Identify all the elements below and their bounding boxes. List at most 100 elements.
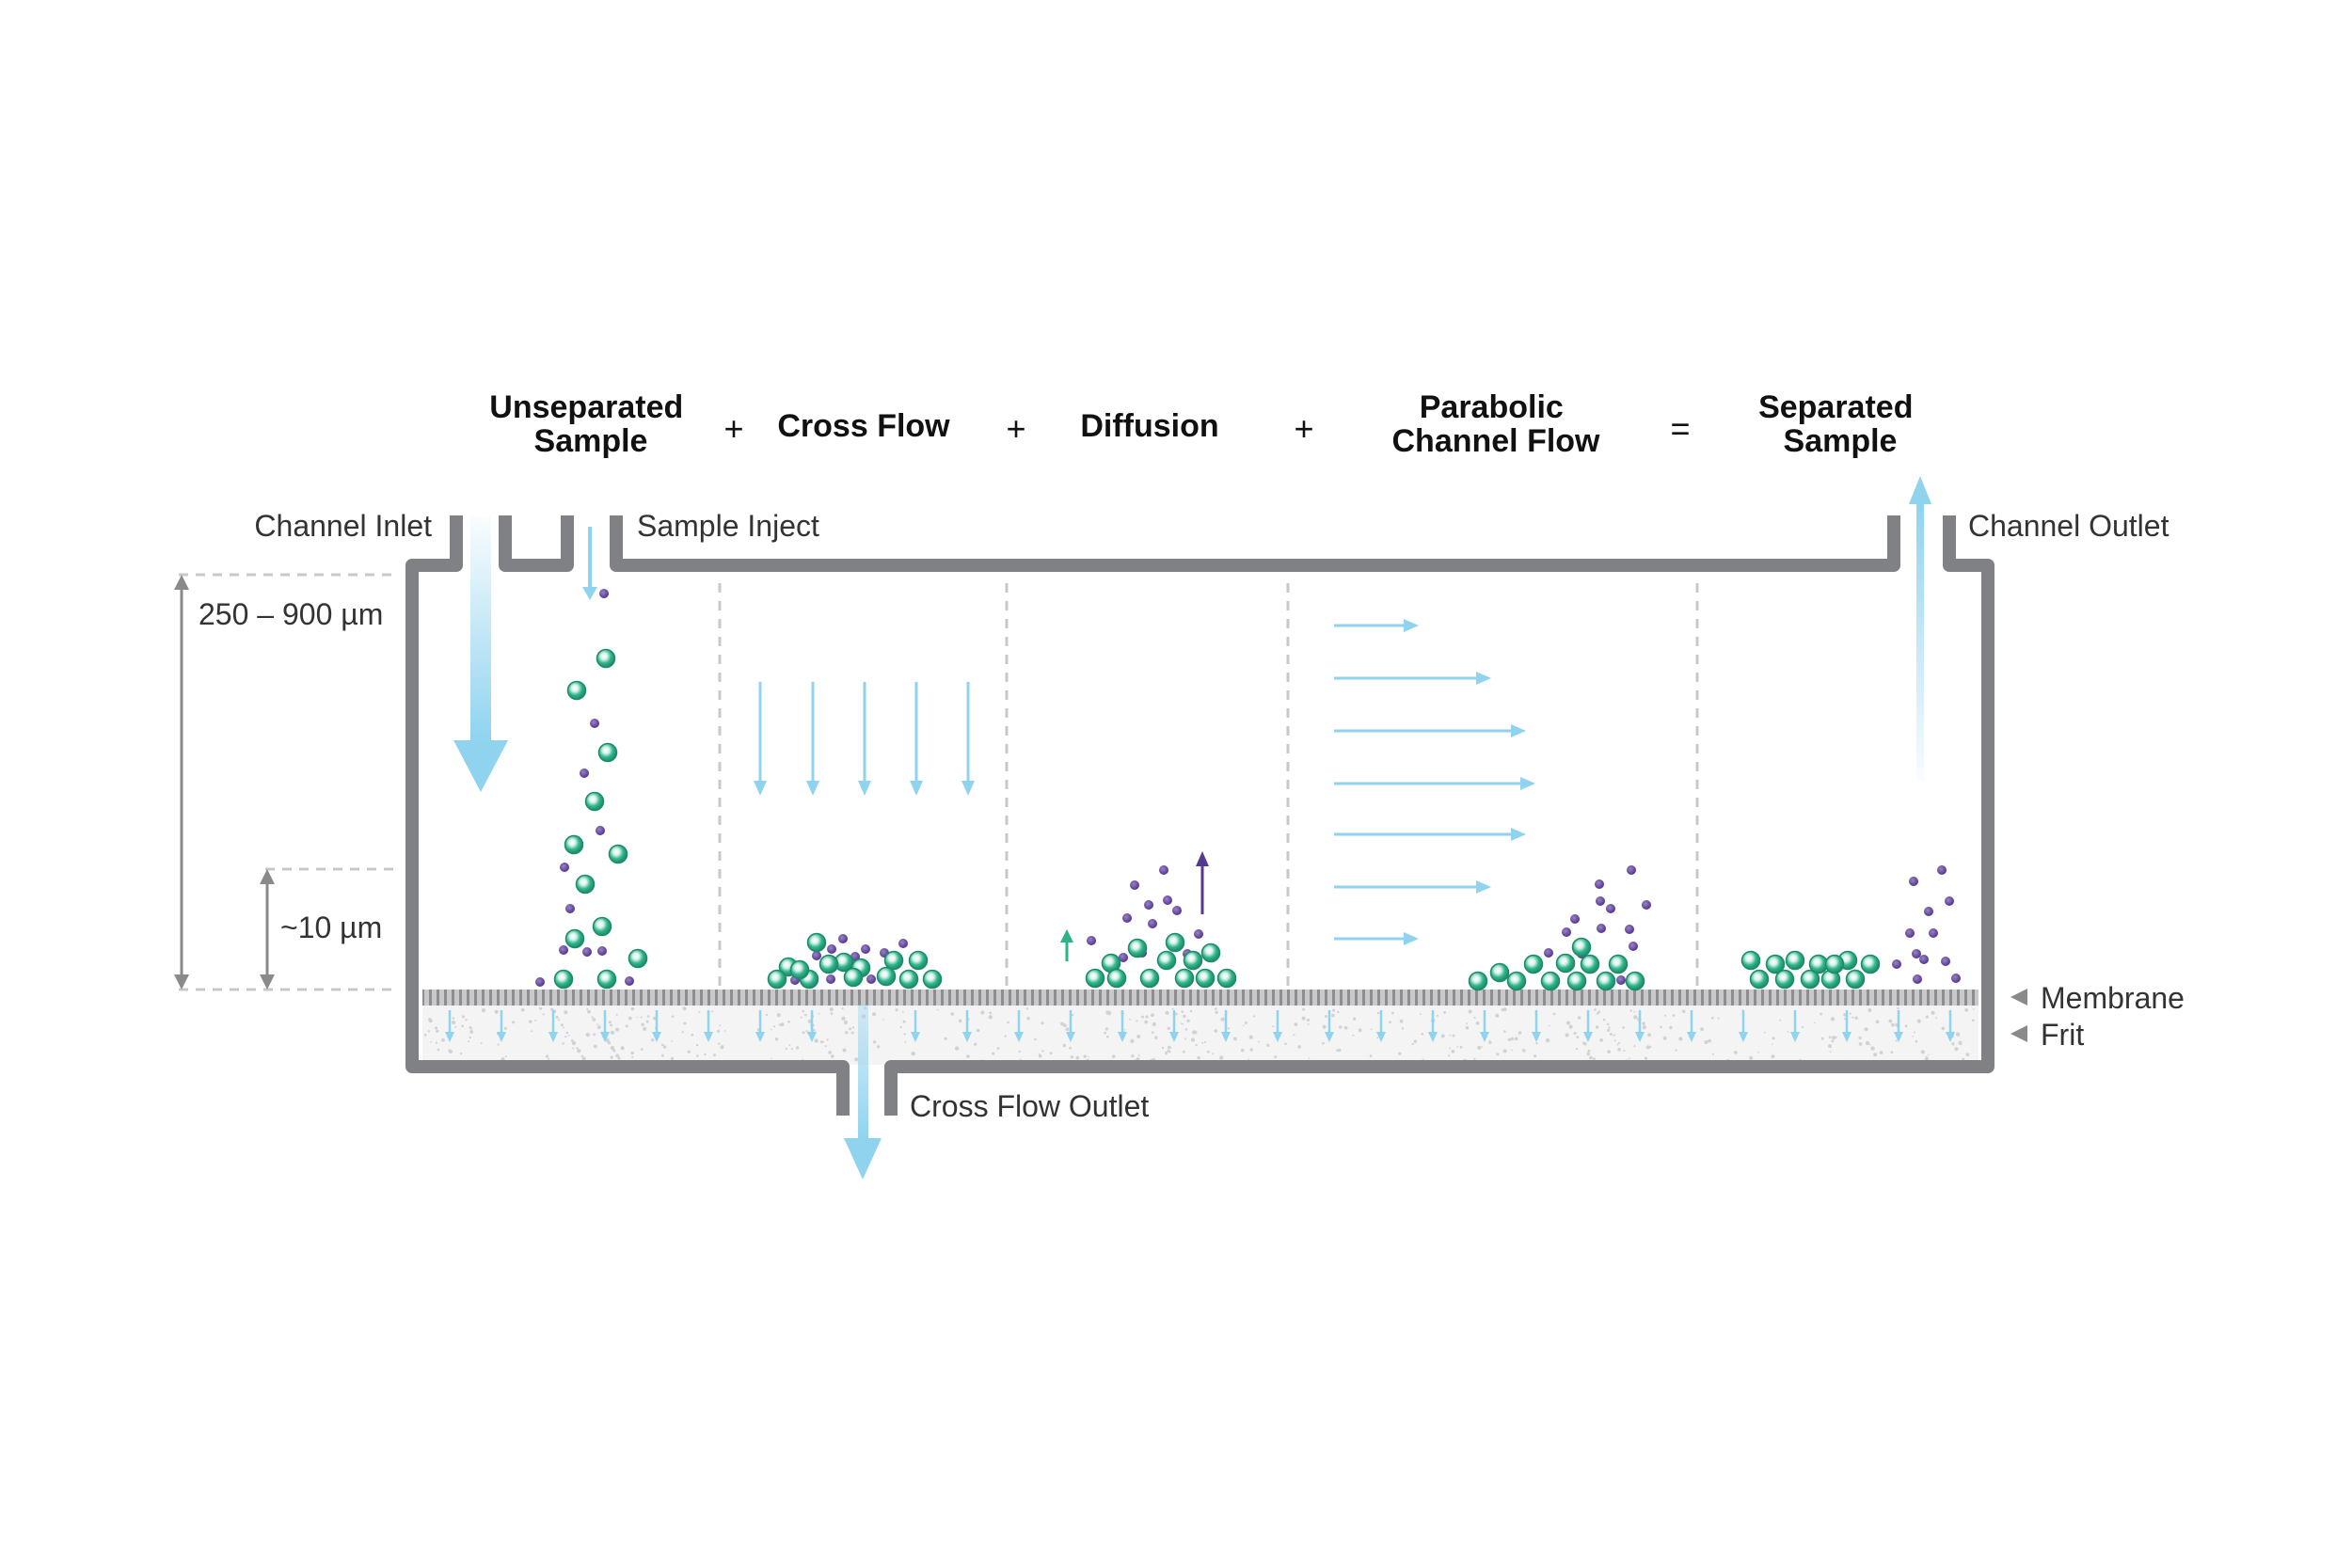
operator-equals: = <box>1670 409 1690 448</box>
frit-grain <box>608 1021 612 1024</box>
frit-grain <box>564 1010 568 1015</box>
large-particle <box>566 680 587 701</box>
frit-grain <box>567 1034 570 1037</box>
frit-grain <box>1284 1042 1287 1046</box>
arrow-down-icon <box>911 1032 920 1042</box>
frit-grain <box>1168 1045 1171 1050</box>
frit-grain <box>1088 1055 1089 1058</box>
label-membrane: Membrane <box>2041 981 2185 1015</box>
frit-grain <box>1075 1055 1080 1060</box>
frit-grain <box>1399 1019 1404 1023</box>
header-row: Unseparated Sample + Cross Flow + Diffus… <box>489 389 1913 459</box>
frit-grain <box>1914 1031 1915 1034</box>
frit-grain <box>1628 1057 1630 1060</box>
frit-grain <box>1879 1051 1883 1054</box>
frit-grain <box>1633 1010 1635 1013</box>
frit-grain <box>1184 1037 1187 1040</box>
permeate-arrows <box>445 1010 1955 1042</box>
frit-grain <box>1577 1016 1581 1020</box>
frit-grain <box>954 1046 960 1051</box>
frit-grain <box>1266 1043 1270 1047</box>
frit-grain <box>1622 1026 1625 1029</box>
small-particle <box>898 939 908 948</box>
frit-grain <box>687 1050 691 1053</box>
large-particles <box>553 648 1881 991</box>
frit-grain <box>605 1037 610 1042</box>
arrow-down-icon <box>755 1032 765 1042</box>
frit-grain <box>576 1047 579 1050</box>
frit-grain <box>1511 1049 1513 1052</box>
frit-grain <box>1599 1037 1603 1042</box>
frit-grain <box>1104 1031 1106 1035</box>
frit-grain <box>966 1054 970 1058</box>
small-particle <box>582 947 592 957</box>
frit-grain <box>1496 1053 1500 1056</box>
frit-grain <box>720 1045 724 1050</box>
frit-grain <box>691 1033 694 1037</box>
frit-grain <box>570 1038 574 1042</box>
membrane-layer <box>422 990 1979 1006</box>
frit-grain <box>1308 1057 1311 1059</box>
frit-grain <box>423 1033 427 1037</box>
frit-grain <box>428 1019 433 1023</box>
frit-grain <box>1161 1046 1165 1050</box>
frit-grain <box>651 1038 655 1042</box>
channel-outlet-flow <box>1916 501 1924 782</box>
large-particle <box>1195 968 1216 989</box>
frit-grain <box>711 1010 714 1013</box>
arrow-down-icon <box>961 781 975 796</box>
frit-grain <box>787 1021 790 1023</box>
frit-grain <box>562 1042 564 1045</box>
frit-grain <box>1181 1010 1184 1013</box>
large-particle <box>767 969 787 990</box>
large-particle <box>1106 968 1127 989</box>
frit-grain <box>1145 1015 1149 1019</box>
frit-grain <box>822 1040 824 1043</box>
frit-grain <box>872 1012 877 1017</box>
frit-grain <box>1206 1050 1210 1053</box>
frit-grain <box>469 1036 471 1039</box>
frit-grain <box>780 1022 785 1027</box>
frit-grain <box>1136 1035 1141 1038</box>
frit-grain <box>845 1031 849 1035</box>
arrow-down-icon <box>962 1032 972 1042</box>
frit-grain <box>615 1027 620 1032</box>
small-particle <box>1616 975 1626 985</box>
large-particle <box>608 844 628 864</box>
frit-grain <box>557 1019 560 1022</box>
small-particle <box>590 719 599 728</box>
frit-grain <box>1376 1037 1379 1039</box>
frit-grain <box>1888 1019 1893 1023</box>
frit-grain <box>850 1031 854 1035</box>
frit-grain <box>577 1049 581 1053</box>
arrow-right-icon <box>1476 672 1491 685</box>
frit-grain <box>1700 1027 1704 1032</box>
arrow-down-icon <box>1894 1032 1903 1042</box>
step-diffusion: Diffusion <box>1080 408 1218 444</box>
arrow-down-icon <box>548 1032 558 1042</box>
frit-grain <box>1931 1010 1935 1015</box>
frit-grain <box>555 1016 559 1019</box>
frit-grain <box>831 1054 834 1058</box>
small-particle <box>1625 925 1634 934</box>
frit-grain <box>1488 1040 1492 1045</box>
large-particle <box>883 950 904 971</box>
frit-grain <box>1335 1049 1339 1053</box>
wall-top <box>610 515 1900 572</box>
frit-grain <box>1623 1050 1626 1053</box>
frit-grain <box>1501 1008 1504 1012</box>
large-particle <box>1506 971 1527 991</box>
small-particle <box>1642 900 1651 910</box>
frit-grain <box>719 1024 721 1027</box>
frit-grain <box>615 1053 620 1058</box>
frit-grain <box>1331 1013 1335 1018</box>
frit-grain <box>437 1048 440 1052</box>
frit-grain <box>542 1013 545 1016</box>
small-particle <box>827 944 836 954</box>
arrow-down-icon <box>1066 1032 1075 1042</box>
frit-grain <box>1573 1031 1577 1036</box>
frit-grain <box>661 1053 664 1057</box>
arrow-down-icon <box>1790 1032 1800 1042</box>
main-flow-arrows <box>453 476 1931 1180</box>
frit-grain <box>903 1033 906 1036</box>
